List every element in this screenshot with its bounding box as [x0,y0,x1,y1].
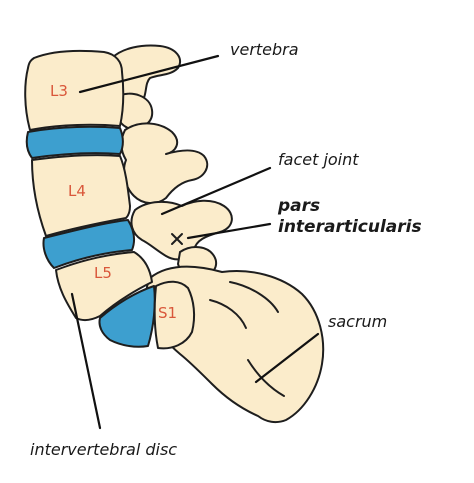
sacrum-label: sacrum [328,312,388,331]
pars-x-mark [171,233,183,245]
sacrum-surface-line [229,281,279,313]
facet-joint-leader-line [160,166,272,216]
vertebra-label: vertebra [230,40,299,59]
l4-spinous-process [120,122,209,204]
l3-mark: L3 [50,82,68,100]
disc-l4-l5 [42,219,136,269]
vertebra-leader-line [78,54,220,94]
l3-body [24,49,125,131]
s1-mark: S1 [158,304,177,322]
disc-l5-s1 [98,285,156,348]
intervertebral-disc-label: intervertebral disc [30,440,178,459]
facet-joint-label: facet joint [278,150,359,169]
pars-label-line1: pars [278,196,321,216]
l5-body [55,251,153,322]
pars-label-line2: interarticularis [278,217,422,237]
l4-mark: L4 [68,182,86,200]
pars-leader-line [186,222,272,240]
sacrum-surface-line [247,359,285,397]
posterior-elements [111,44,233,280]
disc-leader-line [70,292,102,430]
sacrum-leader-line [254,332,320,384]
sacrum-surface-line [209,299,247,329]
disc-l3-l4 [25,125,124,159]
l4-body [31,154,131,237]
l5-mark: L5 [94,264,112,282]
s1-body [153,280,196,350]
